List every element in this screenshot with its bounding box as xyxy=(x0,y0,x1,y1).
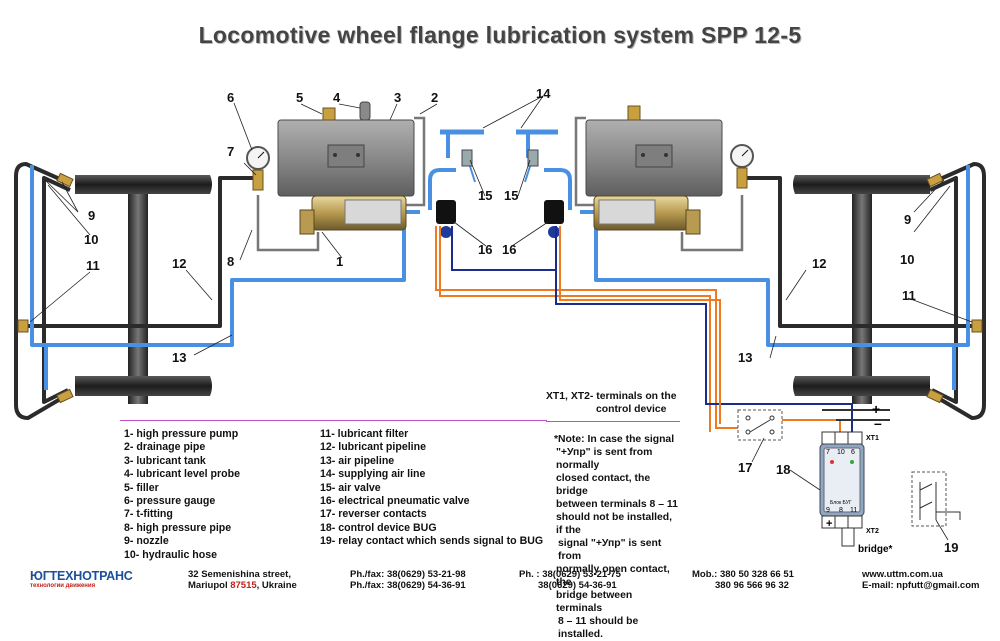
lubricant-tank-right xyxy=(585,105,723,197)
callout-5: 5 xyxy=(296,90,303,105)
air-valve-right xyxy=(527,149,539,167)
callout-19: 19 xyxy=(944,540,958,555)
xt2-label: XT2 xyxy=(866,528,879,535)
note-box: XT1, XT2- terminals on the control devic… xyxy=(546,390,680,641)
electrical-pneumatic-valve-left xyxy=(436,200,456,238)
legend-item: 4- lubricant level probe xyxy=(124,468,240,481)
callout-15-left: 15 xyxy=(478,188,492,203)
callout-17: 17 xyxy=(738,460,752,475)
legend-column-1: 1- high pressure pump 2- drainage pipe 3… xyxy=(124,428,240,562)
callout-15-right: 15 xyxy=(504,188,518,203)
device-caption: Блок БУГ xyxy=(830,500,852,506)
email-link[interactable]: E-mail: npfutt@gmail.com xyxy=(862,580,980,591)
callout-2: 2 xyxy=(431,90,438,105)
mobile-phones: Mob.: 380 50 328 66 51 380 96 566 96 32 xyxy=(692,569,794,591)
callout-14: 14 xyxy=(536,86,551,101)
legend-item: 16- electrical pneumatic valve xyxy=(320,495,470,508)
web-contacts: www.uttm.com.ua E-mail: npfutt@gmail.com xyxy=(862,569,979,591)
callout-13-right: 13 xyxy=(738,350,752,365)
xt2-term-8: 8 xyxy=(839,507,843,514)
footer-contacts: 32 Semenishina street, Mariupol 87515, U… xyxy=(0,566,1000,597)
legend-item: 5- filler xyxy=(124,481,159,494)
legend-item: 8- high pressure pipe xyxy=(124,521,232,534)
xt2-term-11: 11 xyxy=(850,507,857,514)
legend-item: 3- lubricant tank xyxy=(124,454,206,467)
high-pressure-pipes xyxy=(256,116,744,252)
legend-item: 14- supplying air line xyxy=(320,468,426,481)
legend-item: 11- lubricant filter xyxy=(320,428,409,440)
lubrication-schematic: 1 2 3 4 5 6 7 8 9 10 11 12 13 14 15 15 1… xyxy=(14,86,986,555)
xt1-label: XT1 xyxy=(866,435,879,442)
terminal-labels: + – XT1 XT2 7 10 6 9 8 11 + Блок БУГ bri… xyxy=(826,401,893,555)
xt1-term-6: 6 xyxy=(851,449,855,456)
diagram-title: Locomotive wheel flange lubrication syst… xyxy=(198,22,802,48)
pressure-gauge-right xyxy=(730,144,754,189)
left-wheelset xyxy=(75,175,212,404)
relay-contact xyxy=(911,471,961,527)
lubricant-pipelines xyxy=(14,162,986,420)
xt1-term-7: 7 xyxy=(826,449,830,456)
legend-item: 2- drainage pipe xyxy=(124,441,206,454)
note-text: *Note: In case the signal "+Упр" is sent… xyxy=(554,434,678,640)
legend-item: 17- reverser contacts xyxy=(320,508,427,521)
callout-10: 10 xyxy=(84,232,98,247)
minus-sign: – xyxy=(874,415,882,431)
bridge-label: bridge* xyxy=(858,544,893,555)
legend-item: 13- air pipeline xyxy=(320,454,395,467)
phones: Ph. : 38(0629) 53-21-75 38(0629) 54-36-9… xyxy=(519,569,621,591)
high-pressure-pump-left xyxy=(299,195,407,235)
terminals-caption: XT1, XT2- terminals on the control devic… xyxy=(546,390,680,422)
callout-10-right: 10 xyxy=(900,252,914,267)
legend-item: 12- lubricant pipeline xyxy=(320,441,426,454)
legend-item: 1- high pressure pump xyxy=(124,428,239,440)
leader-lines xyxy=(29,95,973,541)
callout-11-right: 11 xyxy=(902,288,916,303)
callout-6: 6 xyxy=(227,90,234,105)
legend-item: 7- t-fitting xyxy=(124,508,173,521)
high-pressure-pump-right xyxy=(593,195,701,235)
callout-12: 12 xyxy=(172,256,186,271)
nozzles xyxy=(17,172,983,404)
air-valve-left xyxy=(461,149,473,167)
callout-12-right: 12 xyxy=(812,256,826,271)
lubricant-tank-left xyxy=(277,101,415,197)
callout-11: 11 xyxy=(86,258,100,273)
legend-column-2: 11- lubricant filter 12- lubricant pipel… xyxy=(320,428,543,549)
callout-9: 9 xyxy=(88,208,95,223)
callout-1: 1 xyxy=(336,254,343,269)
website-link[interactable]: www.uttm.com.ua xyxy=(862,569,943,580)
control-device-bug xyxy=(819,431,865,547)
callout-4: 4 xyxy=(333,90,341,105)
legend-item: 19- relay contact which sends signal to … xyxy=(320,535,544,548)
pressure-gauge-left xyxy=(246,146,270,191)
xt2-term-9: 9 xyxy=(826,507,830,514)
callout-7: 7 xyxy=(227,144,234,159)
legend-item: 10- hydraulic hose xyxy=(124,548,218,561)
callout-9-right: 9 xyxy=(904,212,911,227)
company-logo: ЮГТЕХНОТРАНС технологии движения xyxy=(30,569,133,589)
address: 32 Semenishina street, Mariupol 87515, U… xyxy=(188,569,297,591)
callout-18: 18 xyxy=(776,462,790,477)
xt2-plus: + xyxy=(826,518,832,530)
callout-16-left: 16 xyxy=(478,242,492,257)
reverser-contacts xyxy=(737,409,783,441)
electric-wires xyxy=(435,226,890,436)
legend-divider xyxy=(120,420,547,421)
callout-numbers: 1 2 3 4 5 6 7 8 9 10 11 12 13 14 15 15 1… xyxy=(84,86,958,555)
legend-item: 6- pressure gauge xyxy=(124,495,216,508)
callout-16-right: 16 xyxy=(502,242,516,257)
legend-item: 9- nozzle xyxy=(124,535,169,548)
phone-fax: Ph./fax: 38(0629) 53-21-98 Ph./fax: 38(0… xyxy=(350,569,466,591)
plus-sign: + xyxy=(872,401,880,417)
callout-13: 13 xyxy=(172,350,186,365)
callout-8: 8 xyxy=(227,254,234,269)
xt1-term-10: 10 xyxy=(837,449,845,456)
legend-item: 18- control device BUG xyxy=(320,521,437,534)
callout-3: 3 xyxy=(394,90,401,105)
legend-item: 15- air valve xyxy=(320,481,381,494)
